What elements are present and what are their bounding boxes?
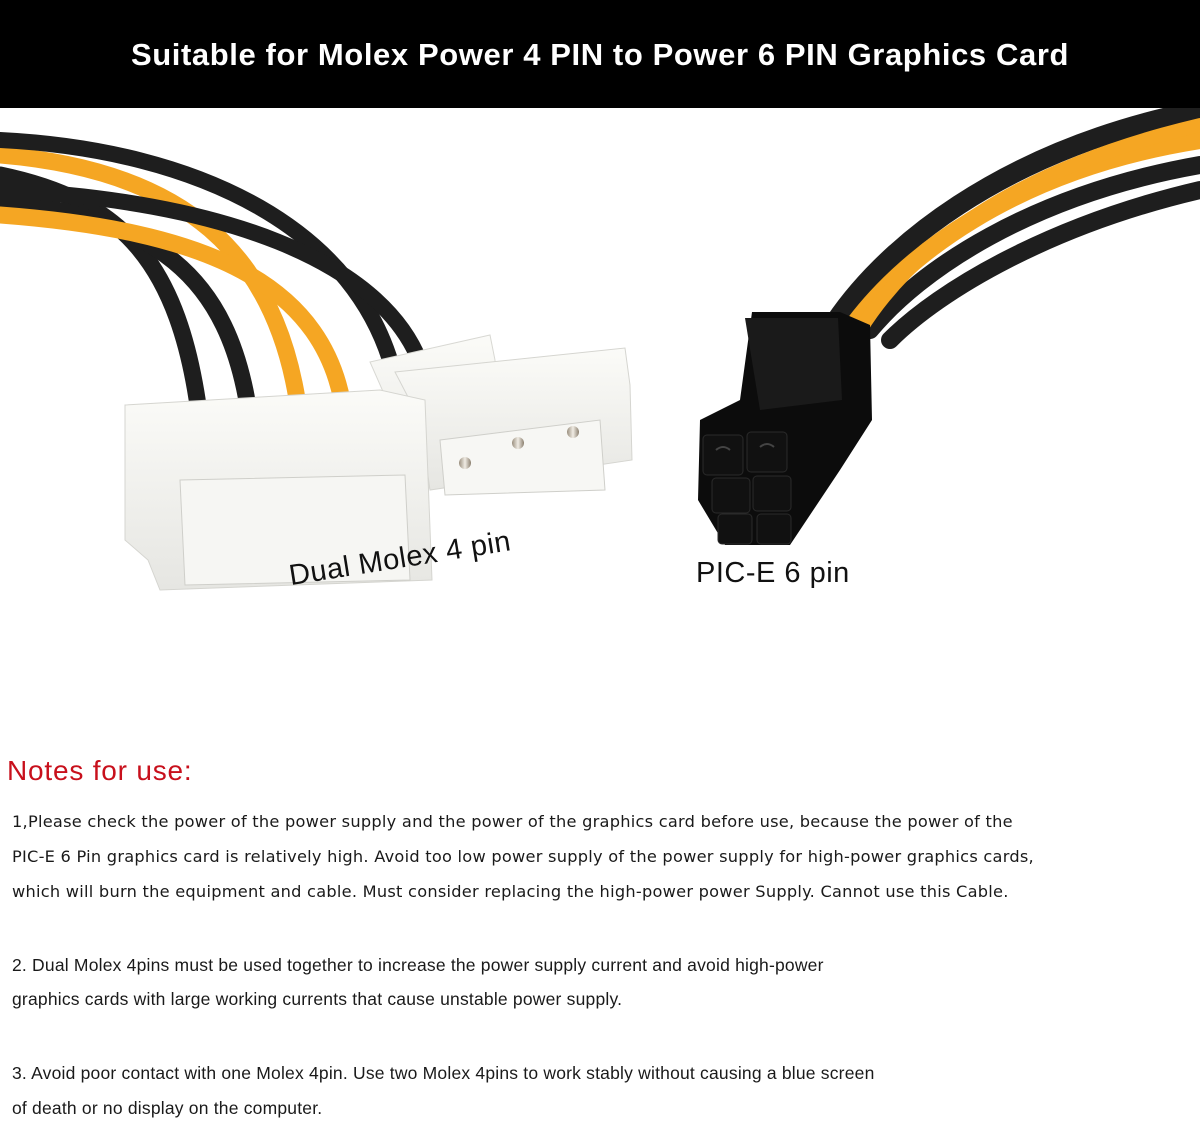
pcie-6pin-connector <box>698 312 872 545</box>
note-3-line-2: of death or no display on the computer. <box>12 1098 323 1118</box>
adapter-cable-illustration <box>0 108 1200 591</box>
molex-connector-1 <box>124 108 433 591</box>
molex-wires <box>0 132 428 429</box>
note-1-line-1: 1,Please check the power of the power su… <box>12 812 1013 831</box>
note-3-line-1: 3. Avoid poor contact with one Molex 4pi… <box>12 1063 875 1083</box>
notes-heading: Notes for use: <box>7 755 193 786</box>
molex-connector-2 <box>369 334 633 496</box>
note-1-line-2: PIC-E 6 Pin graphics card is relatively … <box>12 847 1034 866</box>
pcie-label: PIC-E 6 pin <box>696 557 850 589</box>
title-banner: Suitable for Molex Power 4 PIN to Power … <box>0 0 1200 108</box>
note-1-line-3: which will burn the equipment and cable.… <box>12 882 1009 901</box>
product-photo <box>0 108 1200 708</box>
banner-title: Suitable for Molex Power 4 PIN to Power … <box>130 37 1070 72</box>
note-2-line-2: graphics cards with large working curren… <box>12 989 623 1009</box>
note-2-line-1: 2. Dual Molex 4pins must be used togethe… <box>12 955 824 975</box>
pcie-wires <box>820 108 1200 349</box>
